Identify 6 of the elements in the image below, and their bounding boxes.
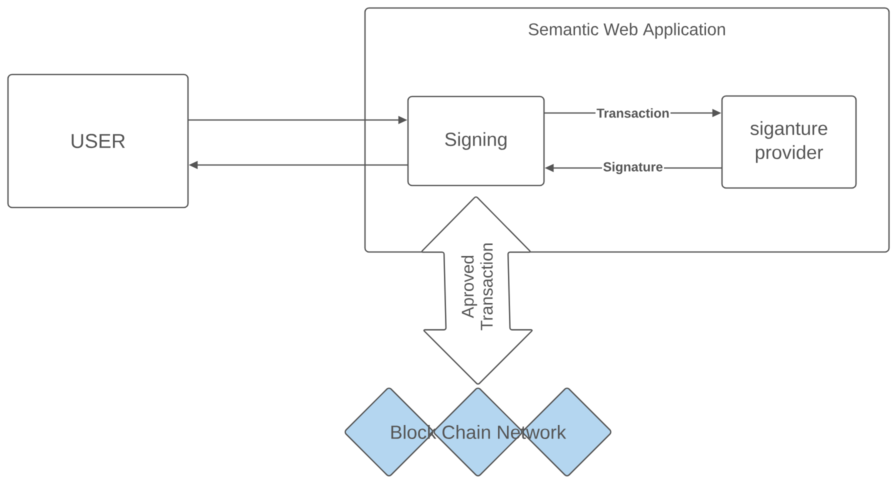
block-arrow	[421, 196, 533, 385]
process-box: siganture provider	[721, 95, 857, 189]
edge-label: Transaction	[596, 107, 670, 119]
process-box: Signing	[407, 96, 545, 186]
edge-label: Signature	[602, 160, 664, 176]
process-box: USER	[7, 74, 189, 208]
